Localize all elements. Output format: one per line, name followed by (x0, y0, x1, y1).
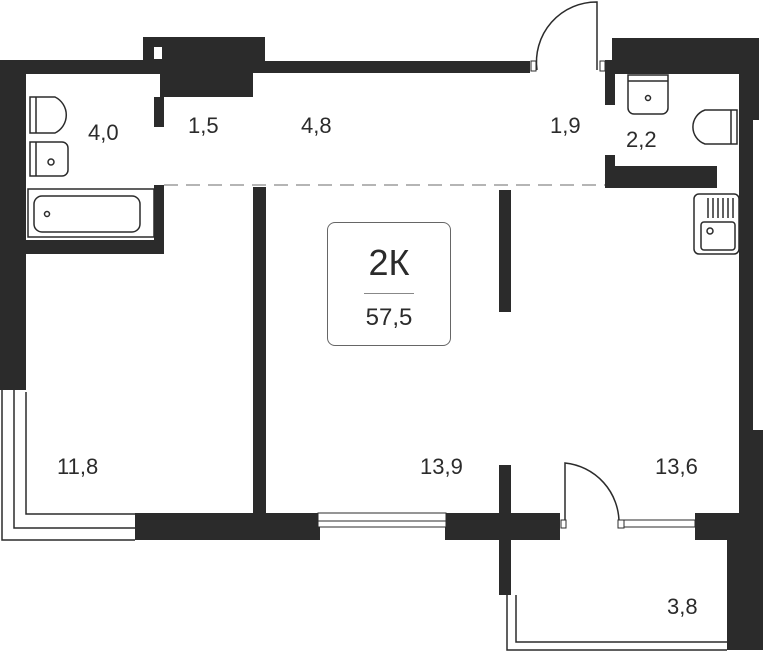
wall-bedroom-living (253, 187, 266, 513)
shaft-vent (154, 47, 162, 59)
shaft-block-lower (160, 37, 253, 97)
wall-right-bottom (727, 540, 757, 650)
bathtub-drain (43, 210, 51, 218)
sink-drain-toilet (644, 94, 652, 102)
sink-icon-toilet (627, 74, 669, 115)
room-area-hall-small: 1,5 (188, 113, 219, 138)
wall-bottom-3 (695, 513, 745, 540)
sink-icon-bath (29, 141, 69, 177)
wall-bottom-2 (445, 513, 560, 540)
balcony-door-jamb-l (560, 519, 567, 529)
wall-living-kitchen-upper (499, 190, 511, 312)
wall-bottom-1 (135, 513, 320, 540)
window-living (317, 512, 447, 522)
kitchen-sink-drain (706, 227, 714, 235)
wall-top-left (0, 60, 160, 74)
room-area-balcony: 3,8 (667, 594, 698, 619)
wall-stub-bath (154, 97, 164, 127)
apartment-summary-badge: 2К 57,5 (327, 222, 451, 346)
balcony-door-swing (564, 462, 620, 524)
door-jamb-left (530, 60, 537, 72)
room-area-bedroom: 11,8 (57, 454, 98, 479)
shaft-right (253, 37, 265, 67)
apartment-type: 2К (368, 242, 410, 283)
total-area: 57,5 (365, 304, 413, 331)
toilet-icon-wc (692, 109, 738, 145)
room-area-bathroom: 4,0 (88, 120, 119, 145)
bedroom-window-frame (1, 390, 135, 541)
room-area-kitchen: 13,6 (655, 454, 698, 479)
bedroom-window-inner (13, 390, 135, 529)
room-area-toilet: 2,2 (626, 127, 657, 152)
entrance-door-swing (535, 1, 598, 71)
wall-top-middle (253, 61, 530, 73)
room-area-corridor: 4,8 (301, 113, 332, 138)
wall-toilet-bottom (605, 166, 717, 188)
bedroom-window-inner2 (25, 392, 135, 515)
wall-toilet-top (612, 38, 758, 74)
door-jamb-right (599, 60, 606, 72)
toilet-icon-bath (29, 96, 67, 134)
bathtub-icon (27, 188, 155, 238)
wall-bath-right (154, 185, 164, 254)
wall-bath-bottom (26, 240, 164, 254)
window-kitchen-balcony (622, 519, 696, 528)
badge-separator (364, 293, 414, 294)
balcony-frame-outer (506, 595, 727, 651)
kitchen-sink-icon (693, 193, 740, 255)
wall-left (0, 60, 26, 390)
wall-toilet-left-upper (605, 60, 615, 105)
room-area-living-room: 13,9 (420, 454, 463, 479)
bathtub-basin (33, 195, 141, 233)
window-living-sill (317, 520, 447, 528)
balcony-frame-inner (515, 595, 727, 643)
kitchen-sink-basin (700, 221, 736, 251)
room-area-entrance: 1,9 (550, 113, 581, 138)
balcony-door-jamb-r (617, 519, 625, 529)
sink-drain (47, 158, 55, 166)
